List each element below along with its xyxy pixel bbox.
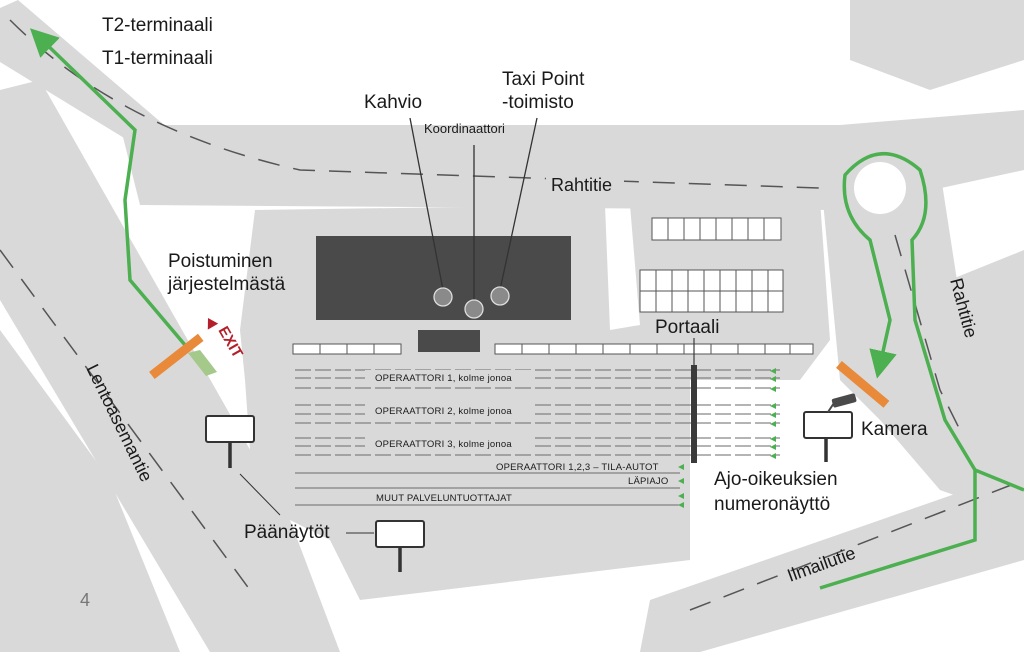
exit-barrier [149,333,204,380]
exit-sensor [188,350,217,376]
rahtitie-label-bg [546,173,624,195]
building-annex [418,330,480,352]
main-display-left [205,415,255,468]
kahvio-leader [409,117,444,291]
parking-grid-top [651,217,782,241]
camera-display [803,411,853,462]
road-upper-right [850,0,1024,90]
parking-row-left [292,343,402,355]
display-sign-icon [205,415,255,443]
ajo-label-line1: Ajo-oikeuksien [714,469,838,490]
taxi-point-icon [490,286,510,306]
paanaytot-leader [239,473,281,516]
camera-icon [827,393,857,413]
taxi-point-label-line1: Taxi Point [502,69,585,90]
info-points [409,117,538,319]
terminal-t2-label: T2-terminaali [102,15,213,36]
kahvio-point-icon [433,287,453,307]
taxi-point-label-line2: -toimisto [502,92,574,113]
terminal-building [316,236,571,320]
exit-route [29,28,187,347]
entry-barrier [836,361,890,408]
road-ilmailutie [640,470,1024,652]
poistuminen-label-line2: järjestelmästä [167,274,286,295]
main-display-bottom [375,520,425,572]
koordinaattori-point-icon [464,299,484,319]
lane-label-through: LÄPIAJO [628,476,668,487]
portaali-label: Portaali [655,317,719,338]
paanaytot-label: Päänäytöt [244,522,330,543]
poistuminen-label-line1: Poistuminen [168,251,273,272]
lane-arrows [678,368,776,508]
entry-route [819,152,977,590]
lane-label-vans: OPERAATTORI 1,2,3 – TILA-AUTOT [496,462,659,473]
road-bottom-pad [290,520,690,600]
road-lower-left [0,330,180,652]
lane-label-operator-1: OPERAATTORI 1, kolme jonoa [375,373,512,384]
exit-arrow-icon [207,318,219,330]
kamera-label: Kamera [861,419,928,440]
terminal-t1-label: T1-terminaali [102,48,213,69]
kahvio-label: Kahvio [364,92,422,113]
road-label-rahtitie-top: Rahtitie [551,175,612,195]
lane-label-backgrounds [365,370,676,503]
display-sign-icon [803,411,853,439]
lane-label-operator-3: OPERAATTORI 3, kolme jonoa [375,439,512,450]
road-right-lower [900,250,1024,440]
road-rahtitie [120,110,1024,210]
lane-label-other-providers: MUUT PALVELUNTUOTTAJAT [376,493,512,504]
lane-label-operator-2: OPERAATTORI 2, kolme jonoa [375,406,512,417]
page-number: 4 [80,590,90,610]
taxi-point-leader [499,117,538,291]
portal-bar [691,365,697,463]
parking-row-right [494,343,814,355]
route-branch-right [974,468,1024,492]
display-sign-icon [375,520,425,548]
roundabout-island [854,162,906,214]
parking-grid-middle [639,269,784,313]
ajo-label-line2: numeronäyttö [714,494,830,515]
koordinaattori-label: Koordinaattori [424,121,505,136]
